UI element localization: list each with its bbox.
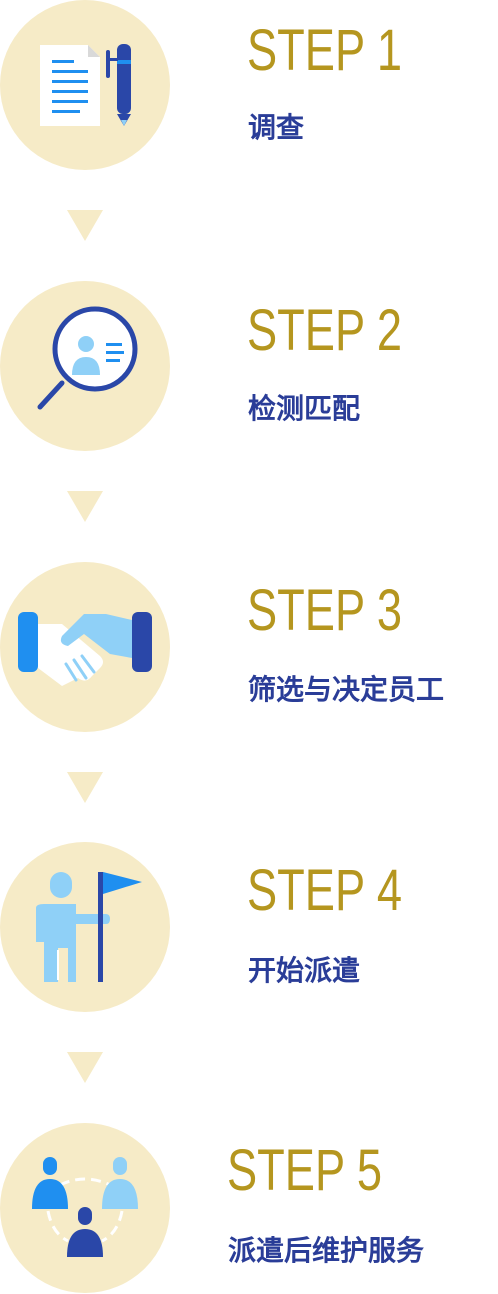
step-4-title: STEP 4 xyxy=(247,858,403,923)
step-4-subtitle: 开始派遣 xyxy=(248,954,361,987)
step-2-subtitle: 检测匹配 xyxy=(248,392,361,425)
step-3-title: STEP 3 xyxy=(247,578,403,643)
step-4-icon-circle xyxy=(0,842,170,1012)
step-2-icon-circle xyxy=(0,281,170,451)
step-1-down-arrow xyxy=(67,210,103,241)
step-4-down-arrow xyxy=(67,1052,103,1083)
step-1-title: STEP 1 xyxy=(247,18,403,83)
step-3-icon-circle xyxy=(0,562,170,732)
person-flag-icon xyxy=(36,872,142,982)
step-5-title: STEP 5 xyxy=(227,1138,383,1203)
handshake-icon xyxy=(18,612,152,686)
step-3-subtitle: 筛选与决定员工 xyxy=(248,673,445,706)
team-network-icon xyxy=(32,1157,138,1257)
document-pen-icon xyxy=(40,44,131,126)
step-1-icon-circle xyxy=(0,0,170,170)
step-3-down-arrow xyxy=(67,772,103,803)
magnifier-profile-icon xyxy=(37,306,138,410)
step-2-title: STEP 2 xyxy=(247,298,403,363)
step-1-subtitle: 调查 xyxy=(248,111,305,144)
step-2-down-arrow xyxy=(67,491,103,522)
step-5-subtitle: 派遣后维护服务 xyxy=(228,1234,425,1267)
step-5-icon-circle xyxy=(0,1123,170,1293)
